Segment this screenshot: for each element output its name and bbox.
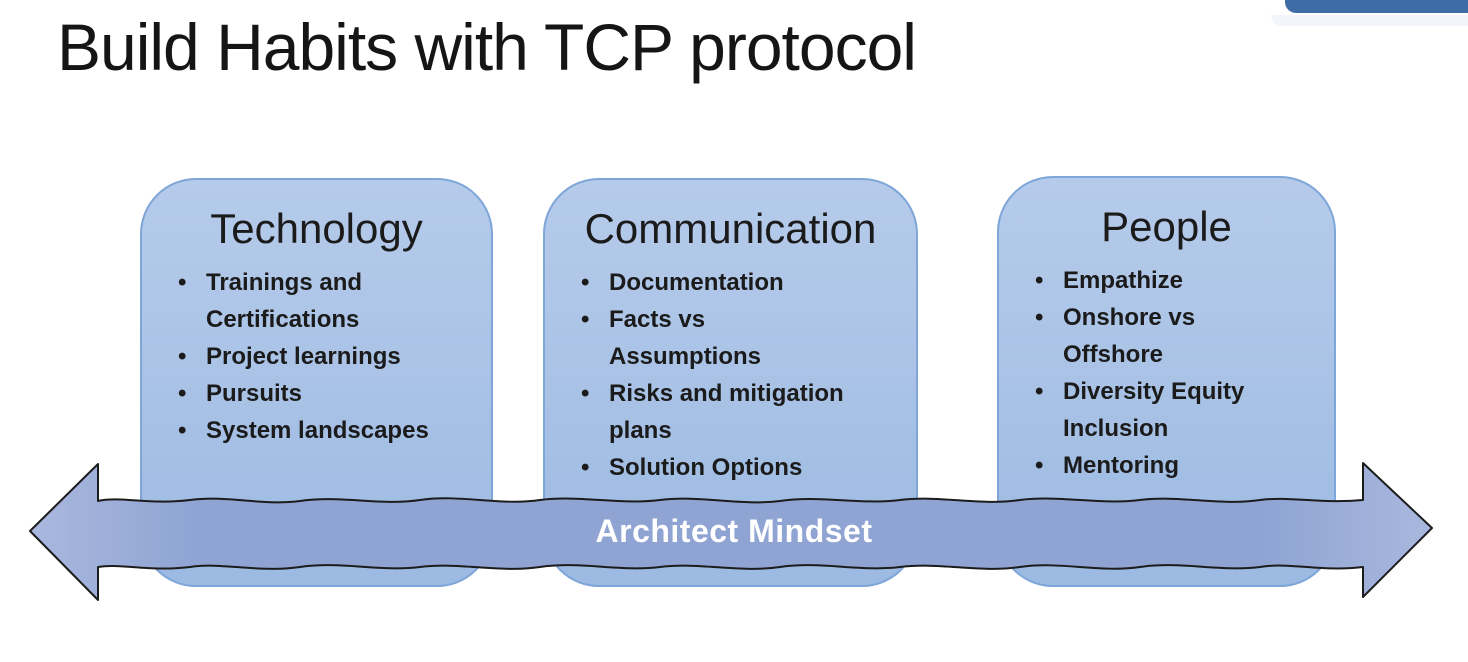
list-item: Empathize <box>1033 262 1268 299</box>
list-item: Documentation <box>579 264 859 301</box>
list-item: Solution Options <box>579 449 859 486</box>
list-item: Facts vs Assumptions <box>579 301 859 375</box>
list-item: Risks and mitigation plans <box>579 375 859 449</box>
list-item: Pursuits <box>176 375 431 412</box>
list-item: Onshore vs Offshore <box>1033 299 1268 373</box>
slide-title: Build Habits with TCP protocol <box>57 10 917 84</box>
box-technology-title: Technology <box>210 205 423 252</box>
top-right-button-shadow <box>1271 15 1468 26</box>
list-item: System landscapes <box>176 412 431 449</box>
box-communication-title: Communication <box>584 205 877 252</box>
list-item: Mentoring <box>1033 447 1268 484</box>
arrow-label: Architect Mindset <box>595 513 873 549</box>
people-bullet-list: Empathize Onshore vs Offshore Diversity … <box>999 262 1334 484</box>
list-item: Project learnings <box>176 338 431 375</box>
box-people-title: People <box>1101 203 1232 250</box>
list-item: Trainings and Certifications <box>176 264 431 338</box>
top-right-button[interactable] <box>1285 0 1468 13</box>
technology-bullet-list: Trainings and Certifications Project lea… <box>142 264 491 449</box>
list-item: Diversity Equity Inclusion <box>1033 373 1268 447</box>
communication-bullet-list: Documentation Facts vs Assumptions Risks… <box>545 264 916 486</box>
